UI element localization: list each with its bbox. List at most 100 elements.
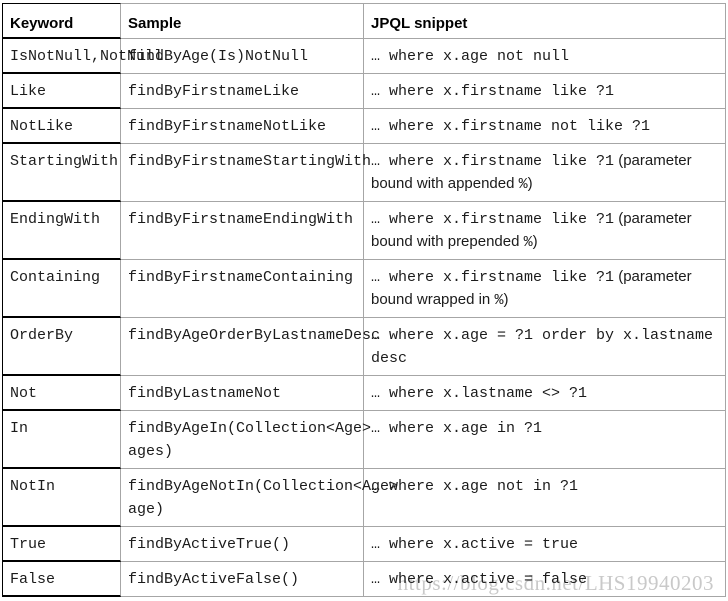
sample-text: findByFirstnameStartingWith — [128, 153, 372, 170]
table-row: NotLike findByFirstnameNotLike … where x… — [2, 109, 726, 144]
sample-text: findByFirstnameContaining — [128, 269, 354, 286]
cell-sample: findByAgeNotIn(Collection<Age> age) — [121, 469, 398, 527]
jpql-code-part: … where x.firstname like ?1 — [371, 269, 615, 286]
keyword-text: NotIn — [10, 478, 56, 495]
table-header-row: Keyword Sample JPQL snippet — [2, 3, 726, 39]
cell-sample: findByActiveTrue() — [121, 527, 364, 562]
cell-sample: findByAgeOrderByLastnameDesc — [121, 318, 380, 376]
cell-sample: findByFirstnameContaining — [121, 260, 364, 318]
jpql-code-part: … where x.active = false — [371, 571, 588, 588]
jpql-code-part: … where x.firstname like ?1 — [371, 83, 615, 100]
cell-keyword: Like — [2, 74, 121, 109]
table-row: Like findByFirstnameLike … where x.first… — [2, 74, 726, 109]
jpql-code-part: … where x.age not null — [371, 48, 570, 65]
cell-sample: findByFirstnameEndingWith — [121, 202, 364, 260]
table-row: False findByActiveFalse() … where x.acti… — [2, 562, 726, 597]
cell-jpql: … where x.age not in ?1 — [364, 469, 726, 527]
keyword-text: OrderBy — [10, 327, 74, 344]
cell-sample: findByAgeIn(Collection<Age> ages) — [121, 411, 371, 469]
cell-jpql: … where x.active = true — [364, 527, 726, 562]
cell-jpql: … where x.firstname like ?1 — [364, 74, 726, 109]
cell-jpql: … where x.firstname like ?1 (parameter b… — [364, 260, 726, 318]
sample-text: findByFirstnameNotLike — [128, 118, 327, 135]
keyword-text: EndingWith — [10, 211, 101, 228]
jpql-code-part: … where x.age = ?1 order by x.lastname d… — [371, 327, 723, 367]
header-cell-sample: Sample — [121, 3, 364, 39]
table-row: Containing findByFirstnameContaining … w… — [2, 260, 726, 318]
jpql-text-part: ) — [527, 175, 533, 192]
header-sample-label: Sample — [128, 15, 182, 32]
cell-sample: findByActiveFalse() — [121, 562, 364, 597]
table-row: IsNotNull,NotNull findByAge(Is)NotNull …… — [2, 39, 726, 74]
cell-sample: findByFirstnameStartingWith — [121, 144, 371, 202]
cell-sample: findByAge(Is)NotNull — [121, 39, 364, 74]
header-cell-jpql: JPQL snippet — [364, 3, 726, 39]
sample-text: findByFirstnameLike — [128, 83, 300, 100]
cell-jpql: … where x.firstname not like ?1 — [364, 109, 726, 144]
cell-sample: findByFirstnameLike — [121, 74, 364, 109]
cell-keyword: True — [2, 527, 121, 562]
cell-sample: findByFirstnameNotLike — [121, 109, 364, 144]
cell-jpql: … where x.age not null — [364, 39, 726, 74]
sample-text: findByAge(Is)NotNull — [128, 48, 309, 65]
csdn-watermark: https://blog.csdn.net/LHS19940203 — [397, 571, 714, 595]
jpql-code-part: … where x.age not in ?1 — [371, 478, 579, 495]
table-body: IsNotNull,NotNull findByAge(Is)NotNull …… — [2, 39, 726, 597]
header-jpql-label: JPQL snippet — [371, 15, 468, 32]
cell-keyword: NotIn — [2, 469, 121, 527]
table-row: StartingWith findByFirstnameStartingWith… — [2, 144, 726, 202]
cell-jpql: … where x.age = ?1 order by x.lastname d… — [364, 318, 726, 376]
cell-keyword: Containing — [2, 260, 121, 318]
jpql-code-part: … where x.firstname not like ?1 — [371, 118, 651, 135]
cell-jpql: … where x.age in ?1 — [364, 411, 726, 469]
jpql-code-part: … where x.active = true — [371, 536, 579, 553]
sample-text: findByFirstnameEndingWith — [128, 211, 354, 228]
cell-keyword: In — [2, 411, 121, 469]
cell-keyword: StartingWith — [2, 144, 121, 202]
cell-keyword: NotLike — [2, 109, 121, 144]
jpql-code-part: % — [494, 292, 504, 309]
sample-text: findByAgeOrderByLastnameDesc — [128, 327, 381, 344]
keyword-text: Containing — [10, 269, 101, 286]
keyword-text: In — [10, 420, 29, 437]
jpql-text-part: (parameter bound with prepended — [371, 210, 692, 250]
table-row: OrderBy findByAgeOrderByLastnameDesc … w… — [2, 318, 726, 376]
cell-jpql: … where x.firstname like ?1 (parameter b… — [364, 144, 726, 202]
jpql-code-part: % — [518, 176, 528, 193]
sample-text: findByLastnameNot — [128, 385, 282, 402]
page: https://blog.csdn.net/LHS19940203 Keywor… — [0, 3, 728, 601]
table-row: EndingWith findByFirstnameEndingWith … w… — [2, 202, 726, 260]
jpql-code-part: … where x.age in ?1 — [371, 420, 543, 437]
table-row: Not findByLastnameNot … where x.lastname… — [2, 376, 726, 411]
cell-keyword: EndingWith — [2, 202, 121, 260]
keyword-text: Not — [10, 385, 38, 402]
jpql-code-part: … where x.firstname like ?1 — [371, 153, 615, 170]
table-row: NotIn findByAgeNotIn(Collection<Age> age… — [2, 469, 726, 527]
jpql-text-part: (parameter bound with appended — [371, 152, 692, 192]
keyword-text: True — [10, 536, 47, 553]
cell-keyword: Not — [2, 376, 121, 411]
jpql-code-part: % — [523, 234, 533, 251]
keyword-text: False — [10, 571, 56, 588]
header-cell-keyword: Keyword — [2, 3, 121, 39]
keyword-text: NotLike — [10, 118, 74, 135]
cell-sample: findByLastnameNot — [121, 376, 364, 411]
cell-keyword: IsNotNull,NotNull — [2, 39, 163, 74]
sample-text: findByAgeNotIn(Collection<Age> age) — [128, 478, 408, 518]
keyword-text: StartingWith — [10, 153, 119, 170]
table-row: In findByAgeIn(Collection<Age> ages) … w… — [2, 411, 726, 469]
sample-text: findByActiveFalse() — [128, 571, 300, 588]
cell-jpql: … where x.active = false — [364, 562, 726, 597]
jpql-text-part: ) — [532, 233, 538, 250]
keyword-text: IsNotNull,NotNull — [10, 48, 164, 65]
cell-keyword: False — [2, 562, 121, 597]
sample-text: findByActiveTrue() — [128, 536, 291, 553]
cell-keyword: OrderBy — [2, 318, 121, 376]
jpql-text-part: (parameter bound wrapped in — [371, 268, 692, 308]
cell-jpql: … where x.firstname like ?1 (parameter b… — [364, 202, 726, 260]
jpql-code-part: … where x.firstname like ?1 — [371, 211, 615, 228]
keywords-table: Keyword Sample JPQL snippet IsNotNull,No… — [2, 3, 726, 597]
jpql-text-part: ) — [503, 291, 509, 308]
sample-text: findByAgeIn(Collection<Age> ages) — [128, 420, 381, 460]
table-row: True findByActiveTrue() … where x.active… — [2, 527, 726, 562]
